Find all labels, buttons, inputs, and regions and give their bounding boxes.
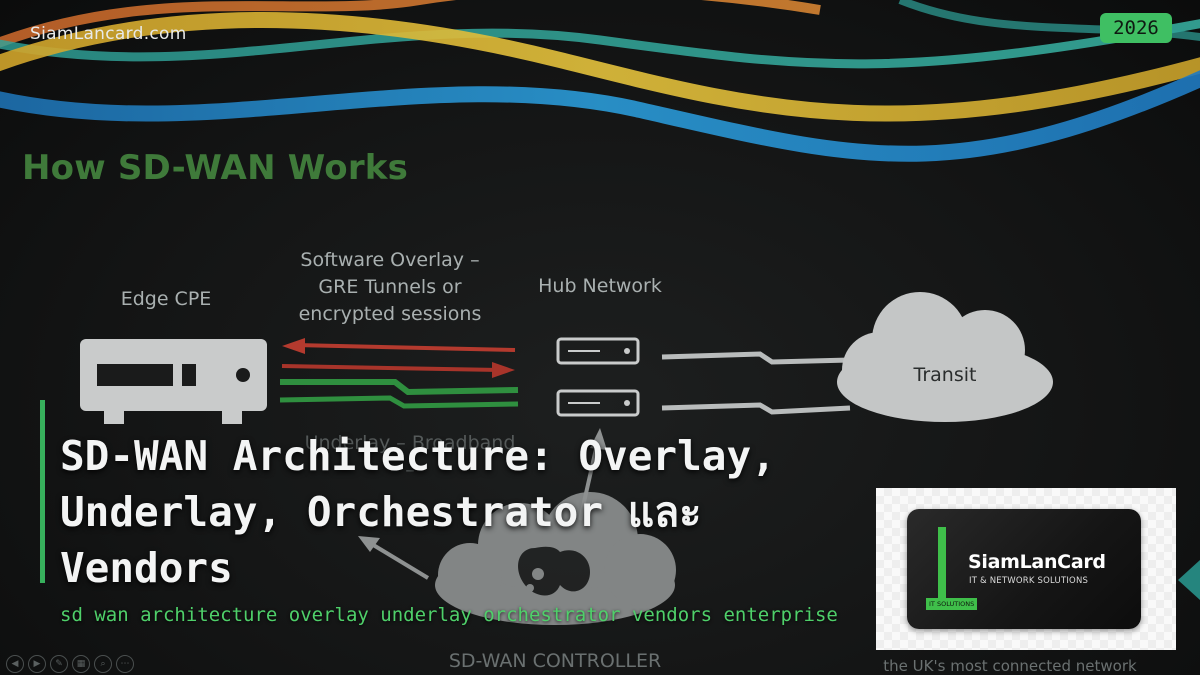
pen-icon[interactable]: ✎ (50, 655, 68, 673)
overlay-label-line: encrypted sessions (298, 303, 482, 325)
next-icon[interactable]: ▶ (28, 655, 46, 673)
logo-panel: SiamLanCard IT & NETWORK SOLUTIONS IT SO… (876, 488, 1176, 650)
controller-cloud (435, 492, 676, 625)
overlay-label-line: GRE Tunnels or (318, 276, 462, 298)
underlay-links (279, 379, 519, 409)
grid-icon[interactable]: ▦ (72, 655, 90, 673)
transit-label: Transit (913, 364, 977, 386)
logo-bar (938, 527, 946, 599)
hub-router-1 (556, 337, 640, 365)
prev-icon[interactable]: ◀ (6, 655, 24, 673)
article-title-line: Vendors (60, 544, 233, 592)
slide-controls: ◀ ▶ ✎ ▦ ⌕ ⋯ (6, 655, 134, 673)
slide-title: How SD-WAN Works (22, 148, 409, 188)
ribbon-teal (0, 19, 1200, 69)
underlay-label: Underlay – Broadband – (304, 432, 516, 481)
ribbon-orange (0, 0, 821, 48)
overlay-label-line: Software Overlay – (300, 249, 480, 271)
more-icon[interactable]: ⋯ (116, 655, 134, 673)
logo-name: SiamLanCard (968, 551, 1106, 573)
hub-network-label: Hub Network (538, 275, 662, 297)
article-title-line: SD-WAN Architecture: Overlay, (60, 432, 776, 480)
article-title: SD-WAN Architecture: Overlay, Underlay, … (60, 428, 840, 596)
title-accent-bar (40, 400, 45, 583)
controller-arrows (358, 428, 607, 580)
year-badge: 2026 (1100, 13, 1172, 43)
edge-cpe-label: Edge CPE (120, 288, 212, 310)
article-title-line: Underlay, Orchestrator และ (60, 488, 702, 536)
transit-links (661, 351, 851, 415)
zoom-icon[interactable]: ⌕ (94, 655, 112, 673)
hub-router-2 (556, 389, 640, 417)
ribbon-yellow (0, 12, 1200, 122)
ribbon-teal-right (898, 0, 1200, 42)
logo-card: SiamLanCard IT & NETWORK SOLUTIONS IT SO… (907, 509, 1141, 629)
edge-cpe-device (80, 339, 267, 424)
site-name: SiamLancard.com (30, 24, 187, 44)
article-subtitle: sd wan architecture overlay underlay orc… (60, 604, 838, 626)
transit-cloud (837, 292, 1053, 422)
controller-label: SD-WAN CONTROLLER (448, 650, 662, 672)
edge-decoration (1178, 560, 1200, 600)
overlay-arrows (281, 338, 516, 378)
logo-badge: IT SOLUTIONS (926, 598, 978, 610)
footer-note: the UK's most connected network (883, 657, 1137, 675)
ribbon-blue (0, 70, 1200, 162)
logo-tagline: IT & NETWORK SOLUTIONS (969, 576, 1089, 586)
overlay-label: Software Overlay – GRE Tunnels or encryp… (280, 247, 500, 328)
